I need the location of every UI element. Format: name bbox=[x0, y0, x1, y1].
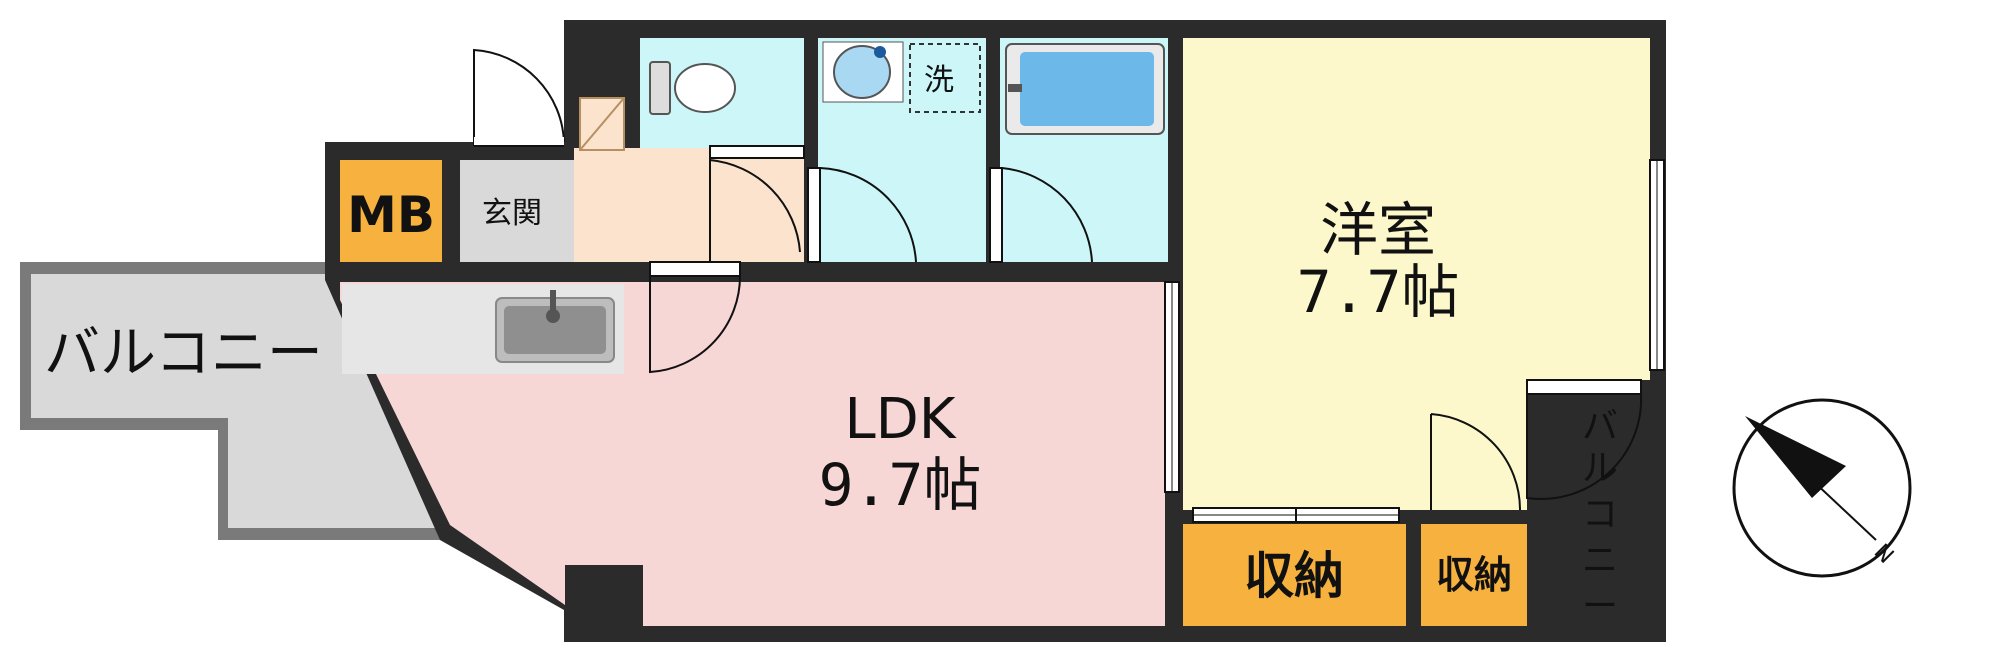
balcony-right-label: バ ル コ ニ ー bbox=[1582, 406, 1618, 627]
balcony-right-char: バ bbox=[1582, 406, 1618, 447]
storage-small-door bbox=[1430, 413, 1522, 511]
western-room-name: 洋室 bbox=[1320, 196, 1436, 264]
toilet-icon bbox=[649, 61, 736, 115]
entrance-door bbox=[473, 48, 565, 146]
balcony-left-label: バルコニー bbox=[44, 321, 323, 386]
storage-small bbox=[1421, 524, 1527, 626]
toilet-door bbox=[709, 148, 801, 262]
balcony-door bbox=[1526, 393, 1643, 500]
wash-basin-icon bbox=[822, 41, 904, 103]
corridor bbox=[574, 148, 804, 262]
ldk-door bbox=[649, 275, 742, 374]
washer-label: 洗 bbox=[924, 63, 954, 98]
mb-closet bbox=[340, 160, 442, 262]
balcony-right-char: コ bbox=[1582, 494, 1618, 535]
storage-large-label: 収納 bbox=[1244, 547, 1344, 605]
entrance bbox=[460, 160, 574, 262]
balcony-right-char: ー bbox=[1582, 586, 1618, 627]
balcony-right-char: ニ bbox=[1582, 540, 1618, 581]
storage-small-label: 収納 bbox=[1436, 553, 1512, 597]
western-room-size: 7.7帖 bbox=[1297, 258, 1460, 326]
mb-label: MB bbox=[347, 186, 435, 244]
storage-large bbox=[1183, 524, 1406, 626]
balcony-left: バルコニー bbox=[20, 262, 530, 540]
washer-space: 洗 bbox=[909, 43, 981, 113]
entrance-label: 玄関 bbox=[482, 196, 542, 231]
washroom-door bbox=[819, 167, 917, 263]
balcony-right-char: ル bbox=[1582, 448, 1618, 489]
bathtub-icon bbox=[1005, 43, 1165, 135]
bathroom-door bbox=[1001, 167, 1093, 263]
compass-icon: N bbox=[1732, 398, 1912, 578]
ldk-size: 9.7帖 bbox=[819, 451, 982, 519]
ldk-name: LDK bbox=[844, 387, 956, 452]
western-room bbox=[1183, 38, 1650, 510]
